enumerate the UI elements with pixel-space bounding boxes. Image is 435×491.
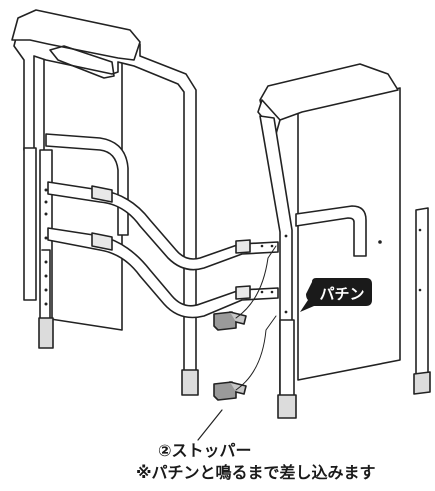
snap-badge-label: パチン bbox=[319, 284, 365, 303]
right-guard-panel bbox=[257, 63, 431, 419]
snap-badge-shape bbox=[300, 278, 372, 312]
stopper-callout-title: ②ストッパー bbox=[158, 441, 252, 460]
stopper-upper bbox=[213, 311, 247, 331]
cross-bars bbox=[47, 181, 279, 319]
left-guard-panel bbox=[11, 9, 199, 396]
stopper-callout-note: ※パチンと鳴るまで差し込みます bbox=[136, 463, 376, 482]
stopper-lower bbox=[213, 381, 247, 401]
